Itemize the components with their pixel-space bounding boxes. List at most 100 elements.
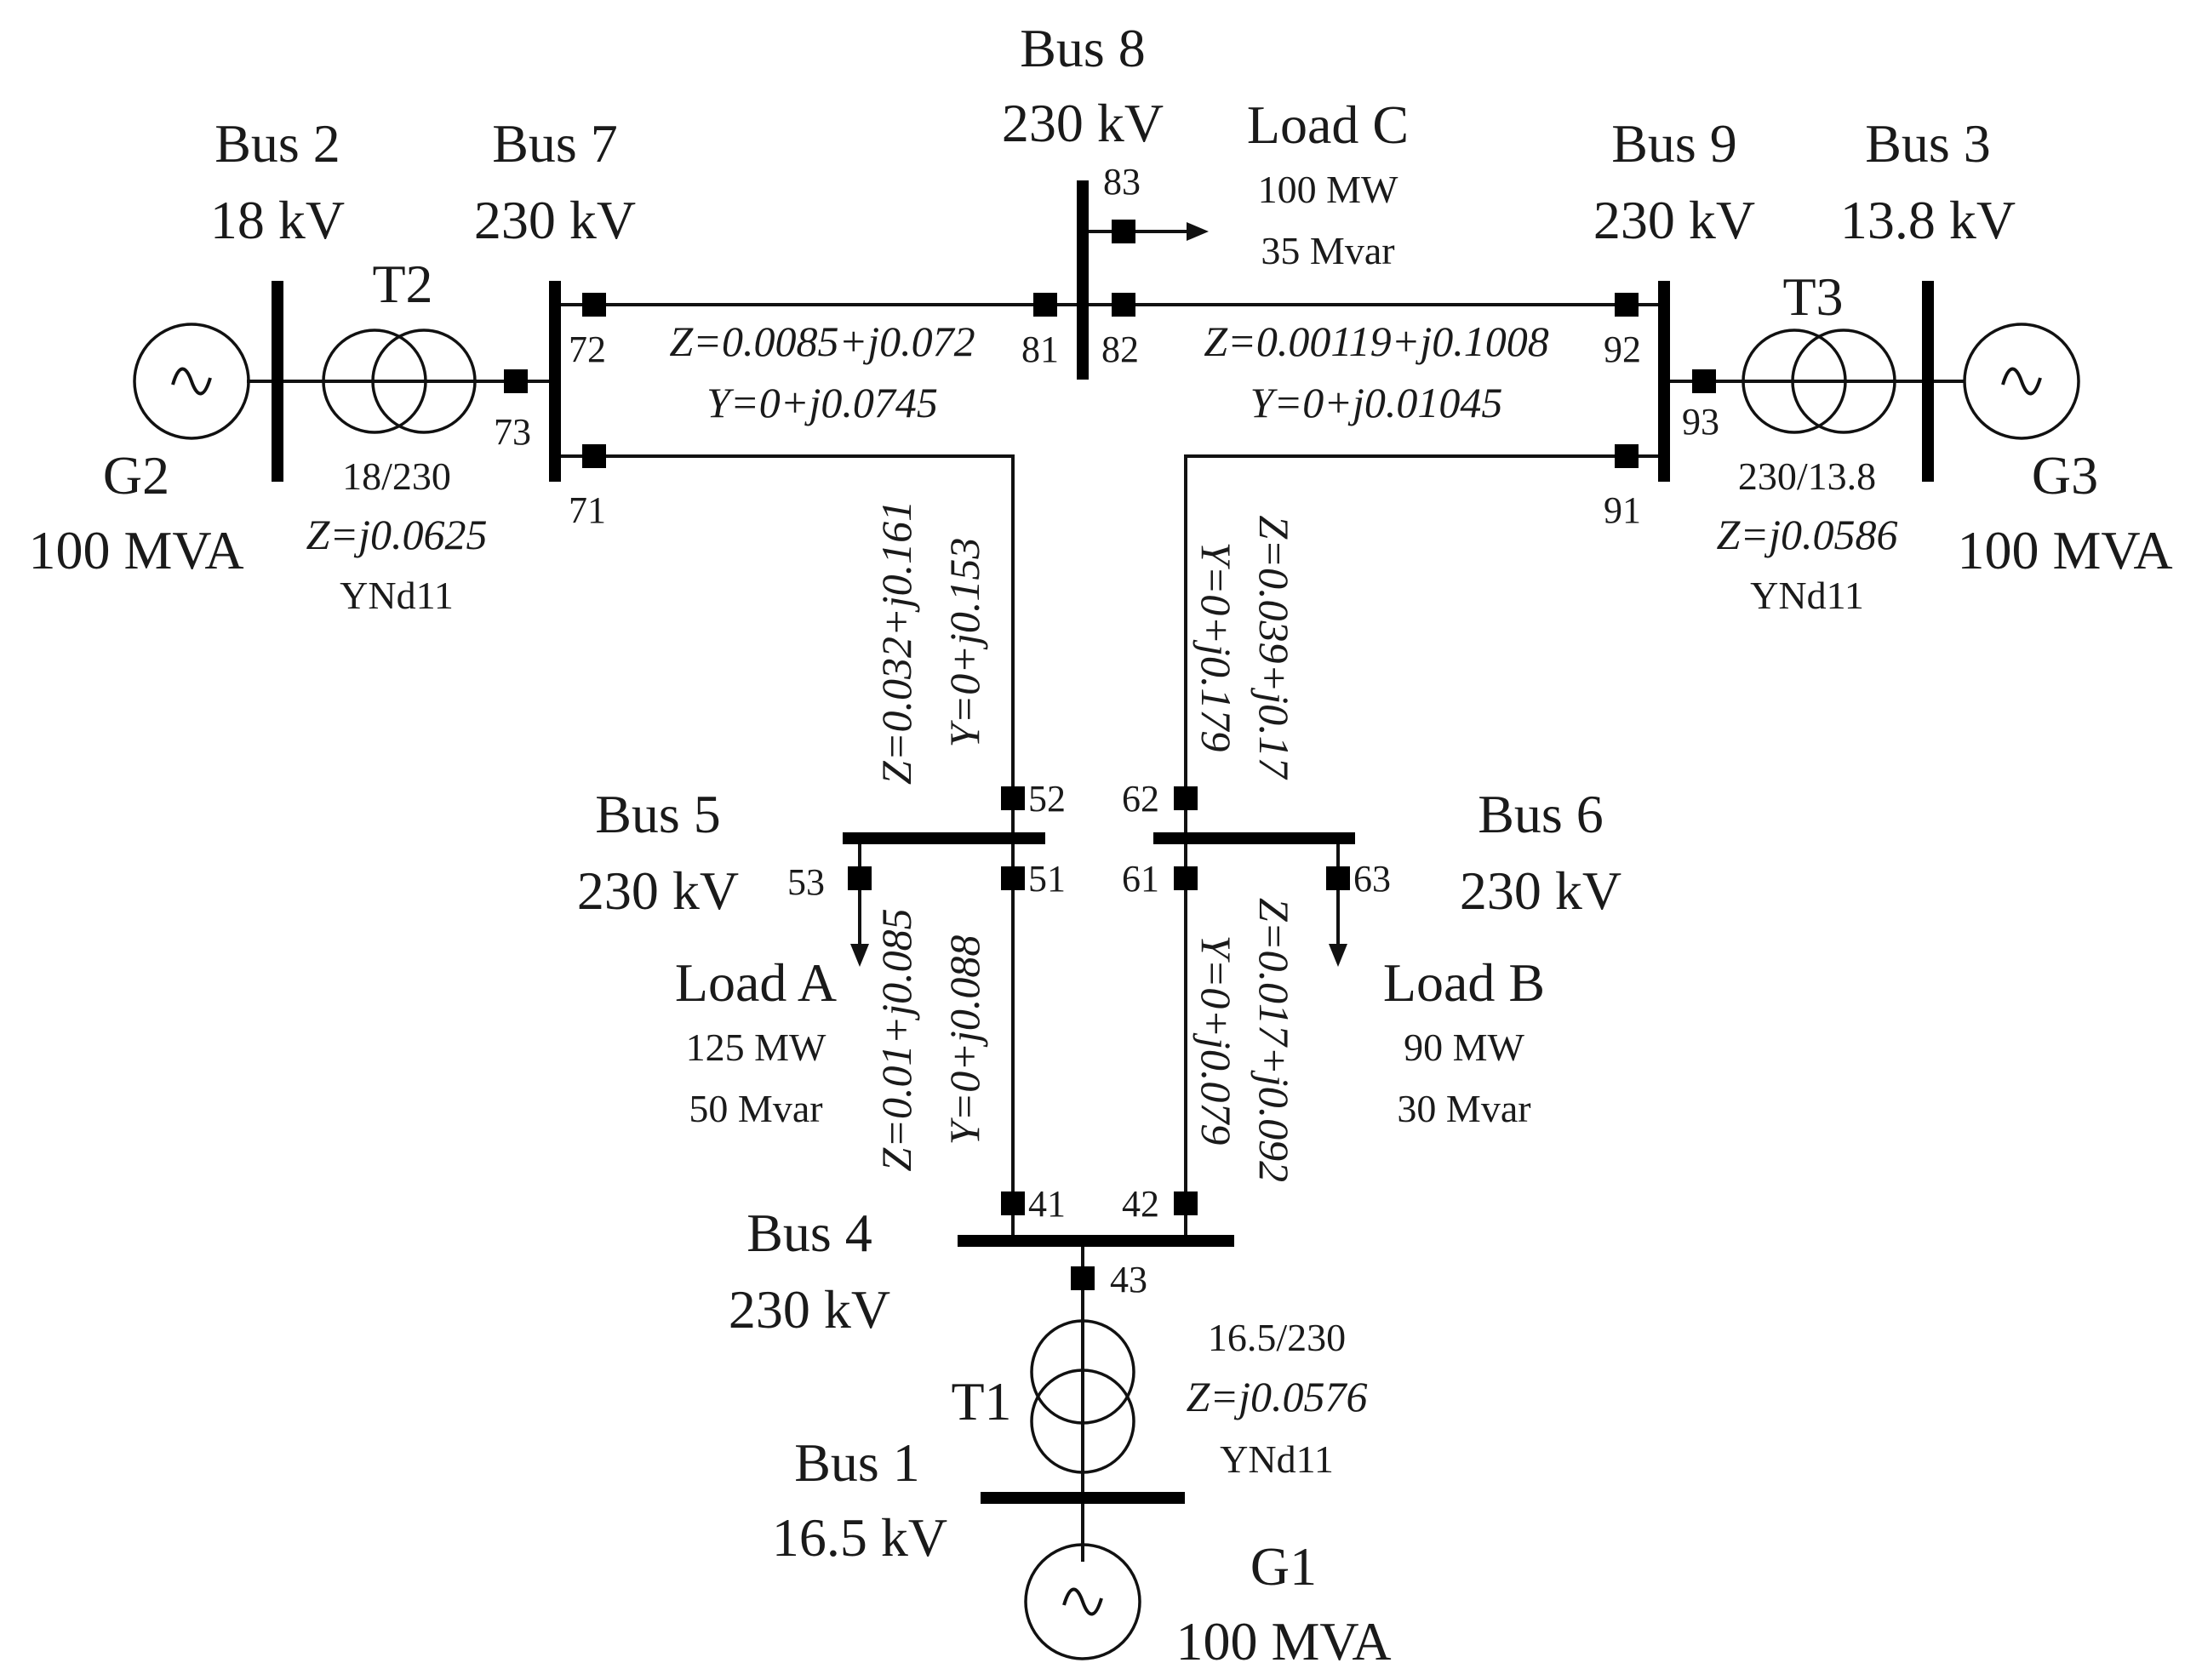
line-7-5 bbox=[555, 454, 1015, 838]
node-label-93: 93 bbox=[1682, 401, 1719, 443]
generator-icon bbox=[1963, 323, 2080, 440]
breaker-81 bbox=[1033, 293, 1057, 317]
bus-3-voltage: 13.8 kV bbox=[1840, 190, 2016, 250]
bus-6-voltage: 230 kV bbox=[1460, 860, 1621, 921]
generator-icon bbox=[1024, 1543, 1141, 1660]
bus-9-voltage: 230 kV bbox=[1593, 190, 1755, 250]
bus-8-voltage: 230 kV bbox=[1002, 93, 1164, 153]
breaker-42 bbox=[1174, 1191, 1198, 1215]
line-7-5-admittance: Y=0+j0.153 bbox=[941, 538, 988, 748]
bus-5-voltage: 230 kV bbox=[577, 860, 739, 921]
line-9-6 bbox=[1184, 454, 1664, 838]
node-label-91: 91 bbox=[1604, 489, 1641, 531]
breaker-73 bbox=[504, 369, 528, 393]
bus-2-name: Bus 2 bbox=[214, 113, 340, 174]
load-c-arrow bbox=[1187, 222, 1209, 241]
winding-icon bbox=[1791, 329, 1896, 434]
winding-icon bbox=[371, 329, 477, 434]
bus-2-voltage: 18 kV bbox=[210, 190, 345, 250]
winding-icon bbox=[1030, 1319, 1135, 1425]
g2-name: G2 bbox=[103, 445, 169, 506]
bus-4-voltage: 230 kV bbox=[729, 1279, 890, 1340]
t3-name: T3 bbox=[1782, 266, 1843, 327]
breakers bbox=[504, 220, 1716, 1290]
breaker-63 bbox=[1326, 866, 1350, 890]
line-7-8-impedance: Z=0.0085+j0.072 bbox=[669, 317, 975, 365]
generator-labels: G2 100 MVA G3 100 MVA G1 100 MVA bbox=[28, 445, 2172, 1671]
node-label-62: 62 bbox=[1122, 778, 1159, 820]
breaker-91 bbox=[1615, 444, 1639, 468]
breaker-93 bbox=[1692, 369, 1716, 393]
generator-icon bbox=[133, 323, 250, 440]
load-a-name: Load A bbox=[675, 952, 837, 1013]
line-8-9-impedance: Z=0.00119+j0.1008 bbox=[1204, 317, 1548, 365]
node-label-71: 71 bbox=[569, 489, 606, 531]
node-label-92: 92 bbox=[1604, 329, 1641, 370]
breaker-41 bbox=[1001, 1191, 1025, 1215]
line-7-8-admittance: Y=0+j0.0745 bbox=[706, 379, 938, 426]
sine-icon bbox=[171, 367, 212, 396]
wiring bbox=[247, 222, 1965, 1562]
breaker-72 bbox=[582, 293, 606, 317]
bus-3-name: Bus 3 bbox=[1865, 113, 1991, 174]
node-label-81: 81 bbox=[1021, 329, 1059, 370]
bus-7-name: Bus 7 bbox=[492, 113, 618, 174]
line-7-5-impedance: Z=0.032+j0.161 bbox=[872, 500, 920, 785]
node-label-63: 63 bbox=[1353, 858, 1391, 900]
load-a-p: 125 MW bbox=[686, 1026, 826, 1069]
breaker-53 bbox=[848, 866, 872, 890]
node-label-43: 43 bbox=[1110, 1259, 1147, 1300]
transformer-t3 bbox=[1742, 329, 1896, 434]
breaker-92 bbox=[1615, 293, 1639, 317]
node-label-42: 42 bbox=[1122, 1183, 1159, 1225]
winding-icon bbox=[1030, 1369, 1135, 1474]
line-8-9-admittance: Y=0+j0.01045 bbox=[1250, 379, 1503, 426]
node-label-73: 73 bbox=[494, 411, 531, 453]
g1-rating: 100 MVA bbox=[1175, 1611, 1391, 1671]
t2-impedance: Z=j0.0625 bbox=[306, 511, 488, 558]
t2-name: T2 bbox=[372, 254, 432, 314]
line-5-4-impedance: Z=0.01+j0.085 bbox=[872, 908, 920, 1171]
transformer-labels: T2 18/230 Z=j0.0625 YNd11 T3 230/13.8 Z=… bbox=[306, 254, 1898, 1481]
t1-name: T1 bbox=[951, 1371, 1011, 1431]
node-label-72: 72 bbox=[569, 329, 606, 370]
node-label-41: 41 bbox=[1028, 1183, 1066, 1225]
line-5-4-admittance: Y=0+j0.088 bbox=[941, 935, 988, 1146]
transformer-t1 bbox=[1030, 1319, 1135, 1474]
t3-ratio: 230/13.8 bbox=[1738, 454, 1876, 498]
t3-vector-group: YNd11 bbox=[1750, 574, 1864, 617]
load-b-p: 90 MW bbox=[1404, 1026, 1524, 1069]
bus-6-name: Bus 6 bbox=[1478, 784, 1604, 844]
load-c-name: Load C bbox=[1247, 94, 1409, 155]
node-label-82: 82 bbox=[1101, 329, 1139, 370]
generator-g1 bbox=[1024, 1543, 1141, 1660]
generator-g2 bbox=[133, 323, 250, 440]
bus-bars bbox=[272, 180, 1934, 1504]
load-labels: Load C 100 MW 35 Mvar Load A 125 MW 50 M… bbox=[675, 94, 1545, 1130]
load-c-p: 100 MW bbox=[1258, 168, 1398, 211]
load-b-name: Load B bbox=[1383, 952, 1545, 1013]
breaker-83 bbox=[1112, 220, 1135, 243]
node-label-51: 51 bbox=[1028, 858, 1066, 900]
bus-1-voltage: 16.5 kV bbox=[772, 1507, 947, 1568]
breaker-51 bbox=[1001, 866, 1025, 890]
breaker-52 bbox=[1001, 786, 1025, 810]
node-label-61: 61 bbox=[1122, 858, 1159, 900]
winding-icon bbox=[322, 329, 427, 434]
breaker-61 bbox=[1174, 866, 1198, 890]
g3-rating: 100 MVA bbox=[1957, 520, 2172, 580]
bus-1-name: Bus 1 bbox=[794, 1432, 920, 1493]
bus-labels: Bus 2 18 kV Bus 7 230 kV Bus 8 230 kV Bu… bbox=[210, 18, 2016, 1568]
breaker-43 bbox=[1071, 1266, 1095, 1290]
t1-ratio: 16.5/230 bbox=[1208, 1316, 1346, 1359]
winding-icon bbox=[1742, 329, 1847, 434]
g3-name: G3 bbox=[2032, 445, 2098, 506]
bus-7-voltage: 230 kV bbox=[474, 190, 636, 250]
bus-5-name: Bus 5 bbox=[595, 784, 721, 844]
t1-vector-group: YNd11 bbox=[1220, 1437, 1334, 1481]
load-b-q: 30 Mvar bbox=[1397, 1087, 1530, 1130]
node-label-53: 53 bbox=[787, 861, 825, 903]
sine-icon bbox=[2001, 367, 2042, 396]
node-label-52: 52 bbox=[1028, 778, 1066, 820]
